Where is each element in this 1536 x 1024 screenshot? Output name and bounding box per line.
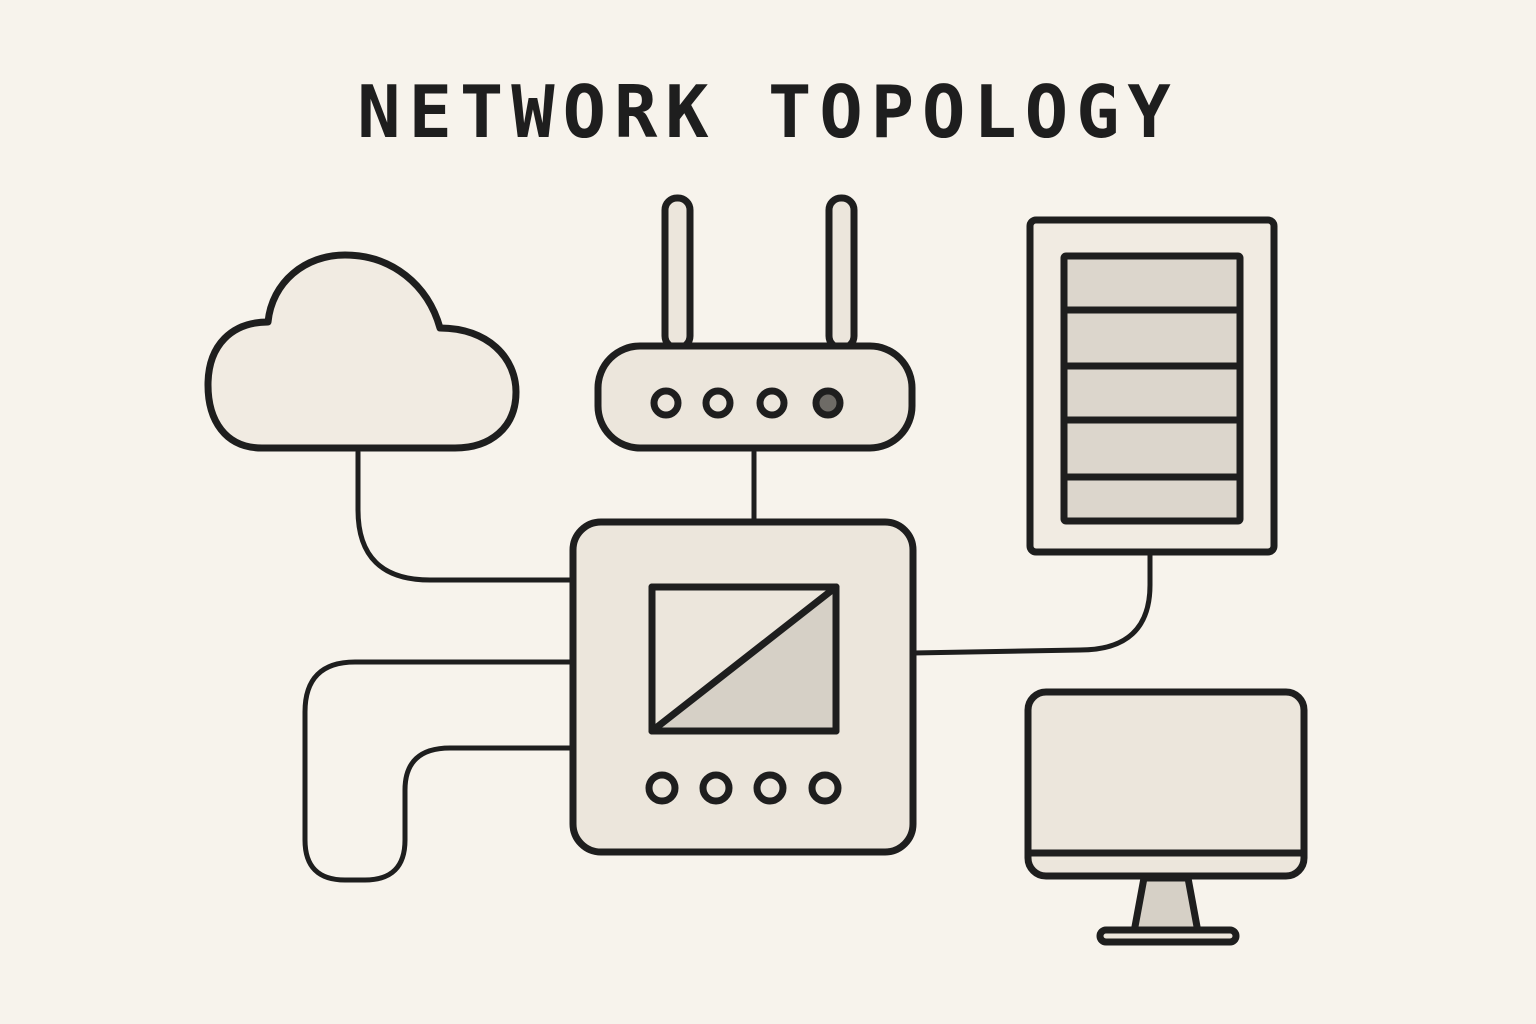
- router-led-active: [812, 387, 844, 419]
- router-led-2: [702, 387, 734, 419]
- router-led-1: [650, 387, 682, 419]
- switch-port-1: [645, 771, 679, 805]
- link-switch-loop: [302, 659, 576, 883]
- link-server-switch: [910, 552, 1153, 656]
- router-icon: [594, 194, 916, 452]
- switch-port-3: [753, 771, 787, 805]
- server-rack-icon: [1026, 216, 1278, 556]
- router-led-3: [756, 387, 788, 419]
- cloud-icon: [204, 251, 520, 452]
- link-cloud-switch: [355, 449, 576, 583]
- connections: [302, 449, 1153, 883]
- desktop-monitor-icon: [1024, 688, 1308, 946]
- switch-port-2: [699, 771, 733, 805]
- switch-port-4: [808, 771, 842, 805]
- diagram-title: NETWORK TOPOLOGY: [357, 70, 1179, 154]
- network-switch-icon: [569, 518, 917, 856]
